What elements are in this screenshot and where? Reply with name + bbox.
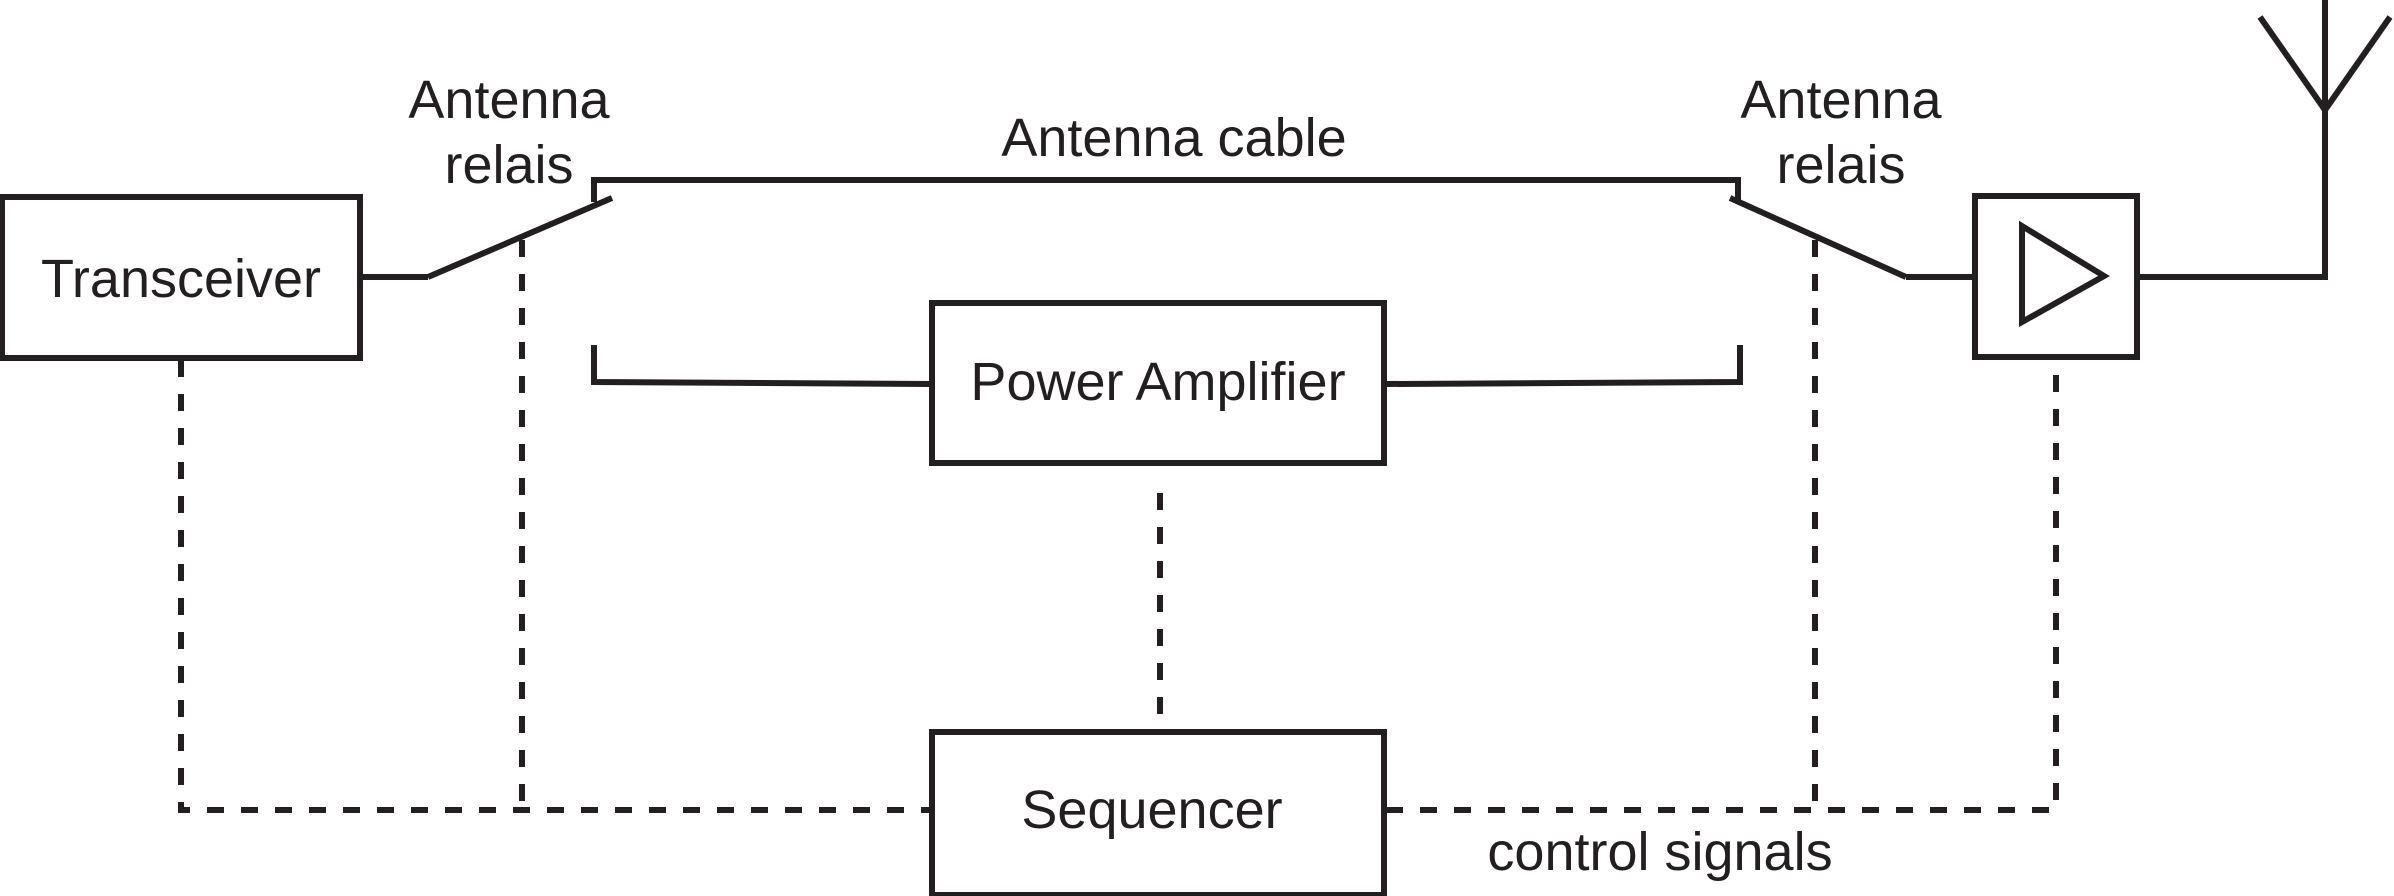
pa-input-line	[591, 345, 933, 387]
power-amplifier-label: Power Amplifier	[970, 352, 1345, 412]
left-relais-switch-arm	[426, 195, 614, 280]
triangle-amplifier-icon	[2019, 220, 2110, 328]
preamp-control-line	[1386, 358, 2059, 813]
transceiver-control-line	[178, 360, 932, 813]
sequencer-label: Sequencer	[1021, 780, 1282, 840]
antenna-cable-label: Antenna cable	[1001, 108, 1346, 168]
power-amplifier-block: Power Amplifier	[929, 300, 1387, 466]
preamp-block	[1972, 193, 2140, 360]
right-relais-label-line1: Antenna	[1740, 70, 1942, 130]
transceiver-block: Transceiver	[0, 194, 363, 361]
antenna-cable-line	[591, 177, 1741, 202]
preamp-to-antenna-line	[2137, 110, 2328, 280]
right-relais-switch-arm	[1728, 195, 1908, 280]
antenna-icon	[2257, 0, 2393, 112]
sequencer-block: Sequencer	[929, 729, 1387, 896]
control-signals-label: control signals	[1487, 822, 1832, 882]
right-relais-label-line2: relais	[1776, 135, 1905, 195]
left-relais-label-line2: relais	[444, 135, 573, 195]
pa-output-line	[1385, 345, 1743, 387]
transceiver-label: Transceiver	[41, 249, 321, 309]
left-relais-label-line1: Antenna	[408, 70, 610, 130]
